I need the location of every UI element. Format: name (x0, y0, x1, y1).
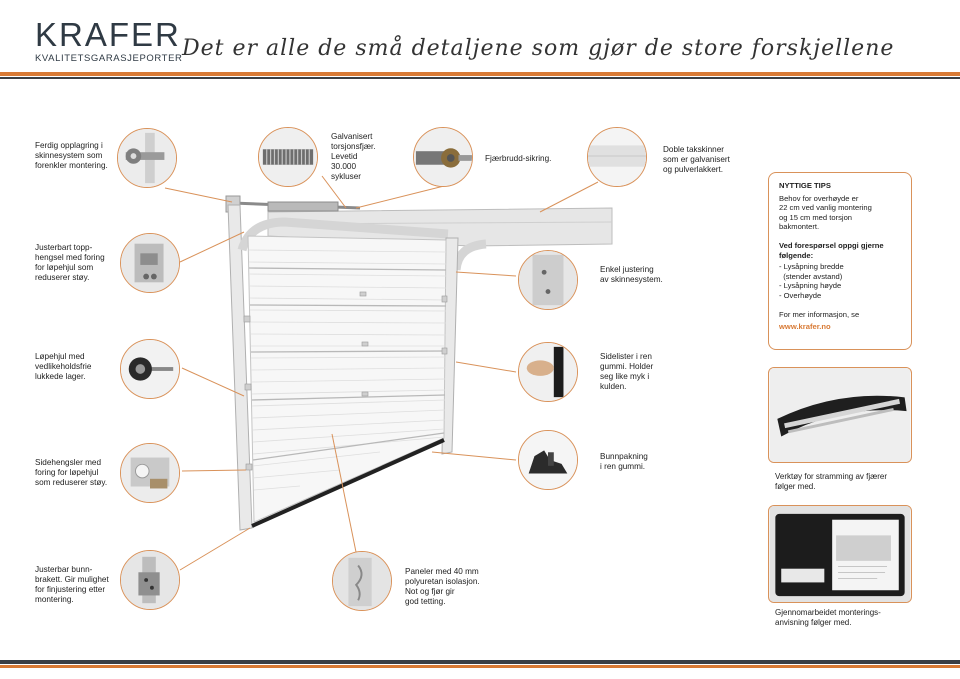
detail-panel-photo (332, 551, 392, 611)
detail-roller-photo (120, 339, 180, 399)
tips-title: NYTTIGE TIPS (779, 181, 831, 190)
header-dark-bar (0, 77, 960, 79)
detail-torsion-spring-photo (258, 127, 318, 187)
tagline: Det er alle de små detaljene som gjør de… (182, 36, 895, 61)
detail-track-adjust-photo (518, 250, 578, 310)
detail-spring-break-photo (413, 127, 473, 187)
brand-name: KRAFER (35, 16, 181, 53)
detail-bottom-seal-photo (518, 430, 578, 490)
manual-photo (768, 505, 912, 603)
detail-track-bearing-photo (117, 128, 177, 188)
footer-accent-bar (0, 665, 960, 668)
website-link[interactable]: www.krafer.no (779, 322, 831, 332)
detail-side-hinge-photo (120, 443, 180, 503)
brand-logo: KRAFER KVALITETSGARASJEPORTER (35, 16, 183, 65)
detail-ceiling-rail-photo (587, 127, 647, 187)
detail-side-seal-photo (518, 342, 578, 402)
header-accent-bar (0, 72, 960, 76)
spring-tool-photo (768, 367, 912, 463)
footer-dark-bar (0, 660, 960, 664)
caption-manual: Gjennomarbeidet monterings-anvisning føl… (775, 608, 881, 627)
brand-subtitle: KVALITETSGARASJEPORTER (35, 53, 183, 64)
detail-top-hinge-photo (120, 233, 180, 293)
label-spring-break: Fjærbrudd-sikring. (485, 154, 552, 163)
detail-bottom-bracket-photo (120, 550, 180, 610)
